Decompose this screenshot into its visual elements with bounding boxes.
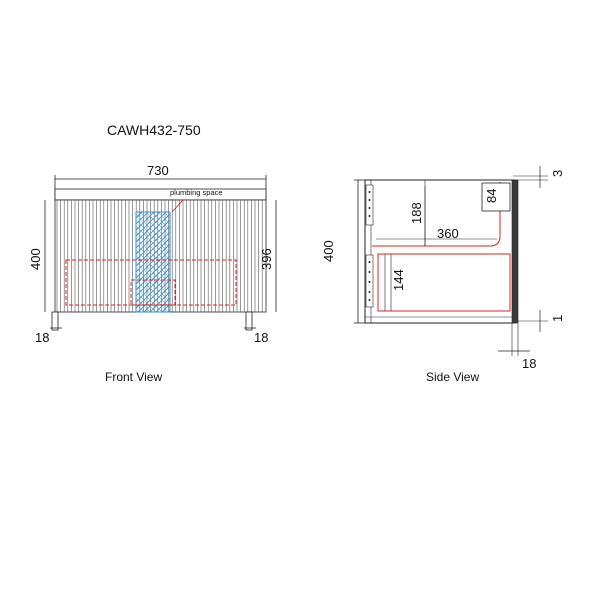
leg-left-label: 18 [35, 330, 49, 345]
depth-label: 360 [437, 226, 459, 241]
plumbing-space-label: plumbing space [170, 188, 223, 197]
plumbing-space [135, 211, 171, 313]
drawer-height-label: 144 [391, 269, 406, 291]
drawer-outline-inner [130, 279, 176, 306]
screw-hole [368, 191, 371, 193]
side-view-label: Side View [426, 370, 479, 384]
lower-drawer-outline [377, 253, 511, 312]
width-dimension-label: 730 [147, 163, 169, 178]
leg-right [245, 311, 253, 331]
screw-hole [368, 215, 371, 217]
rail-screw-holes [368, 191, 371, 301]
side-front-panel [511, 179, 519, 324]
screw-hole [368, 299, 371, 301]
screw-hole [368, 199, 371, 201]
plumbing-leader [171, 199, 184, 213]
model-title: CAWH432-750 [107, 122, 201, 138]
top-bracket [481, 182, 511, 212]
screw-hole [368, 261, 371, 263]
height-right-label: 396 [259, 248, 274, 270]
screw-hole [368, 281, 371, 283]
leg-left [51, 311, 59, 331]
upper-runner-rail [365, 184, 374, 226]
screw-hole [368, 291, 371, 293]
leg-right-label: 18 [254, 330, 268, 345]
cabinet-top [54, 188, 267, 201]
front-view: 730 400 396 18 18 plumbing space Front V… [28, 163, 277, 384]
screw-hole [368, 271, 371, 273]
bracket-label: 84 [484, 189, 499, 203]
front-view-label: Front View [105, 370, 162, 384]
side-height-label: 400 [321, 240, 336, 262]
height-left-label: 400 [28, 248, 43, 270]
panel-label: 18 [522, 356, 536, 371]
upper-drawer-outline [372, 182, 501, 247]
bottom-gap-label: 1 [550, 315, 565, 322]
side-view: 400 84 188 360 144 3 [321, 166, 565, 384]
screw-hole [368, 207, 371, 209]
top-gap-label: 3 [550, 170, 565, 177]
drawer-top-label: 188 [409, 202, 424, 224]
